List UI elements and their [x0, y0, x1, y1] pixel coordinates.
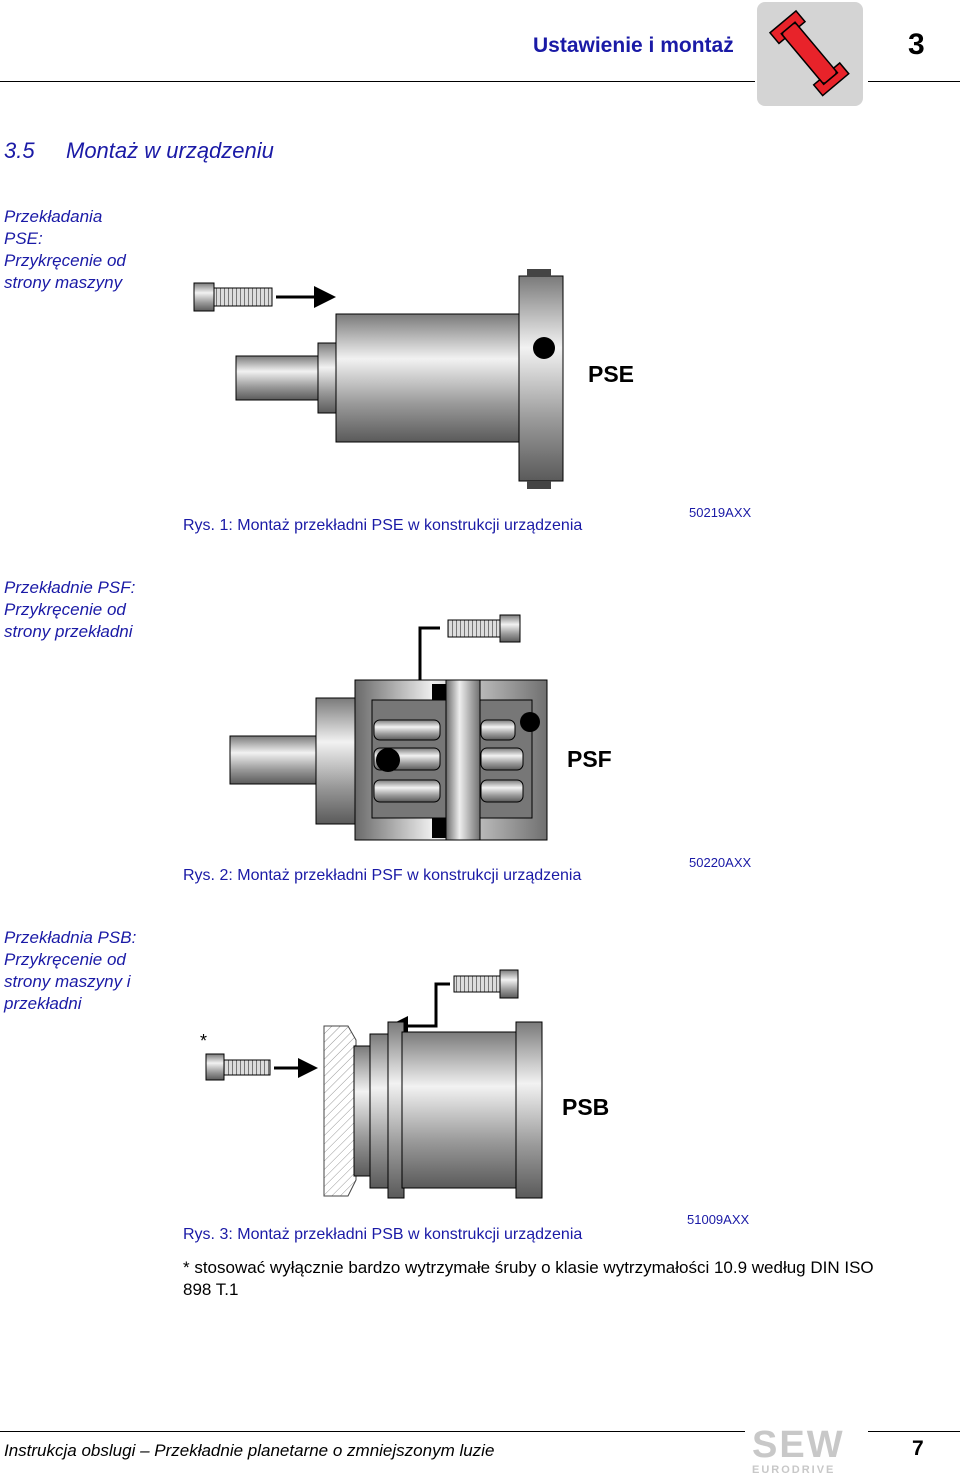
figure-1-side-label: Przekładania PSE: Przykręcenie od strony… [4, 207, 126, 292]
wrench-icon-box [757, 2, 863, 106]
figure-2-side-label: Przekładnie PSF: Przykręcenie od strony … [4, 578, 136, 641]
sew-logo-subtext: EURODRIVE [752, 1464, 836, 1476]
psf-drawing [229, 614, 548, 841]
header-rule-left [0, 81, 755, 82]
wrench-icon [768, 9, 850, 97]
pse-label: PSE [588, 361, 635, 387]
psf-label: PSF [567, 746, 612, 772]
section-heading: 3.5 Montaż w urządzeniu [4, 138, 274, 164]
page-number: 7 [912, 1437, 924, 1460]
footer-text: Instrukcja obslugi – Przekładnie planeta… [4, 1441, 495, 1460]
sew-logo: SEW EURODRIVE [752, 1426, 860, 1476]
sew-logo-text: SEW [752, 1424, 845, 1466]
figure-3-code: 51009AXX [687, 1212, 750, 1227]
figure-2-caption: Rys. 2: Montaż przekładni PSF w konstruk… [183, 867, 582, 884]
header-rule-right [868, 81, 960, 82]
figure-1-code: 50219AXX [689, 505, 752, 520]
figure-3-caption: Rys. 3: Montaż przekładni PSB w konstruk… [183, 1226, 583, 1243]
bolt-strength-note: * stosować wyłącznie bardzo wytrzymałe ś… [183, 1258, 874, 1299]
footer-rule-right [868, 1431, 960, 1432]
figure-3-side-label: Przekładnia PSB: Przykręcenie od strony … [4, 928, 137, 1013]
figure-2-code: 50220AXX [689, 855, 752, 870]
chapter-number: 3 [908, 28, 925, 61]
header-title: Ustawienie i montaż [533, 34, 734, 57]
figure-1-caption: Rys. 1: Montaż przekładni PSE w konstruk… [183, 517, 583, 534]
asterisk-marker: * [200, 1031, 208, 1051]
psb-drawing [205, 969, 543, 1199]
section-number: 3.5 [4, 138, 35, 163]
pse-drawing [193, 269, 564, 489]
psb-label: PSB [562, 1094, 610, 1120]
footer-rule-left [0, 1431, 745, 1432]
section-title: Montaż w urządzeniu [66, 138, 274, 163]
